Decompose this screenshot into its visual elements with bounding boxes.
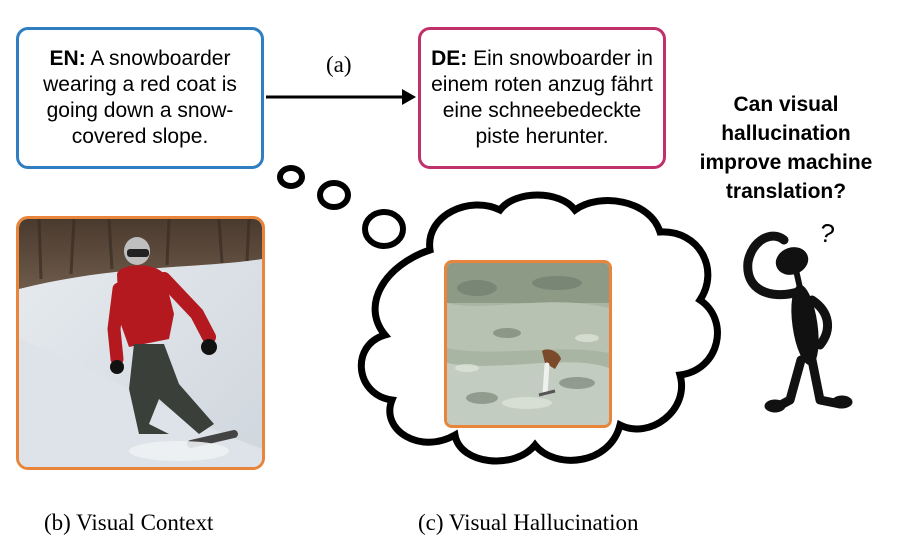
snowboarder-image [19,219,262,467]
german-target-text: DE: Ein snowboarder in einem roten anzug… [431,46,653,150]
stick-figure-thinking-icon [743,231,853,413]
de-tag: DE: [431,47,468,70]
caption-visual-hallucination: (c) Visual Hallucination [418,510,639,535]
visual-context-photo [16,216,265,470]
hallucinated-image [447,263,609,425]
german-target-box: DE: Ein snowboarder in einem roten anzug… [418,27,666,169]
caption-visual-context: (b) Visual Context [44,510,214,535]
english-source-box: EN: A snowboarder wearing a red coat is … [16,27,264,169]
thought-bubbles [277,165,406,249]
question-mark-icon: ? [817,217,836,249]
de-sentence: Ein snowboarder in einem roten anzug fäh… [431,47,653,148]
en-tag: EN: [49,47,86,70]
english-source-text: EN: A snowboarder wearing a red coat is … [29,46,251,150]
en-sentence: A snowboarder wearing a red coat is goin… [43,47,237,148]
visual-hallucination-photo [444,260,612,428]
question-text: Can visual hallucination improve machine… [699,93,873,203]
translation-arrow [266,89,416,105]
arrow-label: (a) [326,52,352,77]
